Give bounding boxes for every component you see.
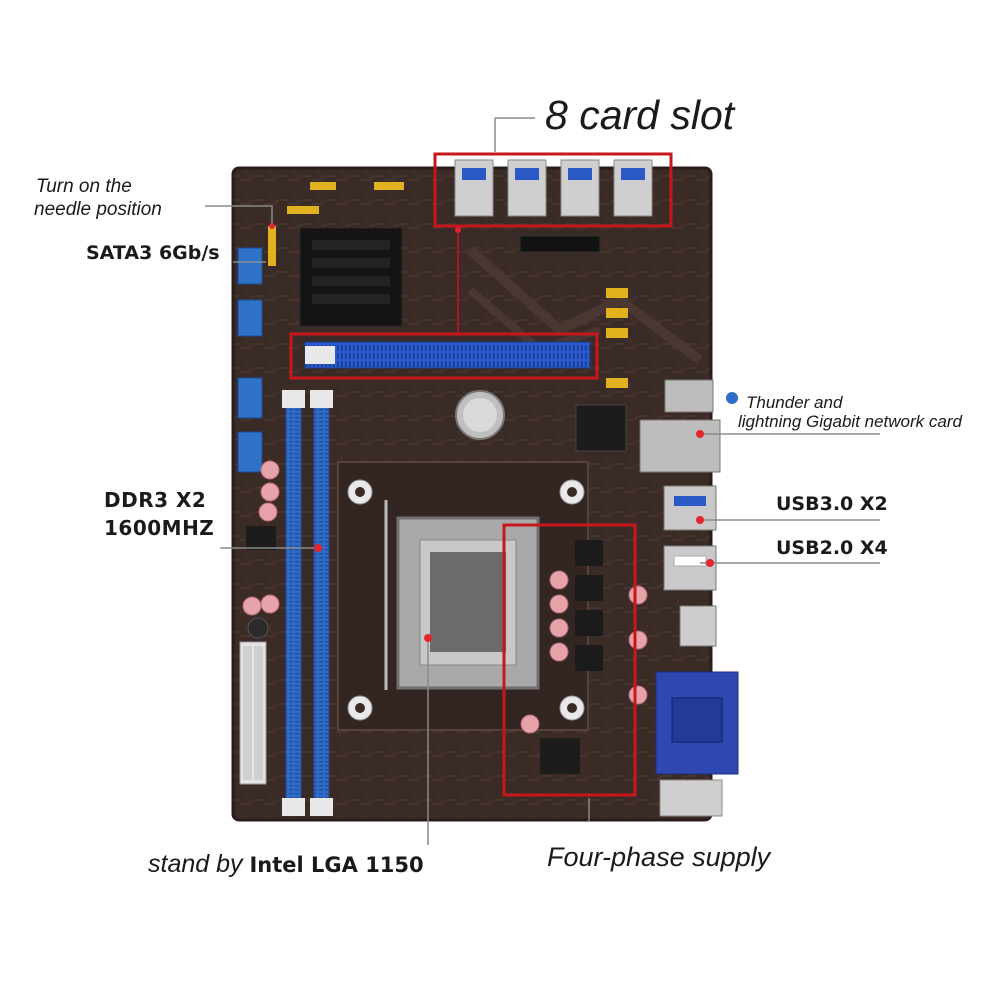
pin-headers [268,182,628,388]
chipset-heatsink-icon [299,227,403,327]
cmos-battery-icon [455,390,505,440]
sata-ports [237,247,263,473]
label-power-supply: Four-phase supply [547,842,771,872]
rear-io-ports [639,379,739,817]
top-usb-ports [454,159,653,217]
callout-lines [205,117,880,845]
label-usb2: USB2.0 X4 [776,537,888,559]
label-network-line2: lightning Gigabit network card [738,412,962,431]
label-network-line1: Thunder and [746,393,843,412]
marker-dots [269,223,714,642]
highlight-box-card-slot [433,152,673,228]
lga-socket-icon [337,461,589,731]
vrm-components [520,540,648,774]
pcie-x1-slot [519,235,601,253]
label-ddr-line1: DDR3 X2 [104,488,207,512]
label-standby-cpu: Intel LGA 1150 [249,853,424,877]
label-ddr-line2: 1600MHZ [104,516,215,540]
capacitors-left [242,460,280,639]
highlight-box-power [502,523,637,797]
label-cpu-support: stand by Intel LGA 1150 [148,850,424,879]
label-needle-line1: Turn on the [36,176,132,197]
label-card-slot: 8 card slot [545,92,735,138]
network-chip [575,404,627,452]
label-usb3: USB3.0 X2 [776,493,888,515]
atx-power-connector [239,641,267,785]
dimm-slots [282,390,333,816]
highlight-box-pcie [289,332,599,380]
pcie-x16-slot [304,341,591,369]
label-sata: SATA3 6Gb/s [86,242,220,264]
label-standby-prefix: stand by [148,850,250,878]
label-needle-line2: needle position [34,199,162,220]
